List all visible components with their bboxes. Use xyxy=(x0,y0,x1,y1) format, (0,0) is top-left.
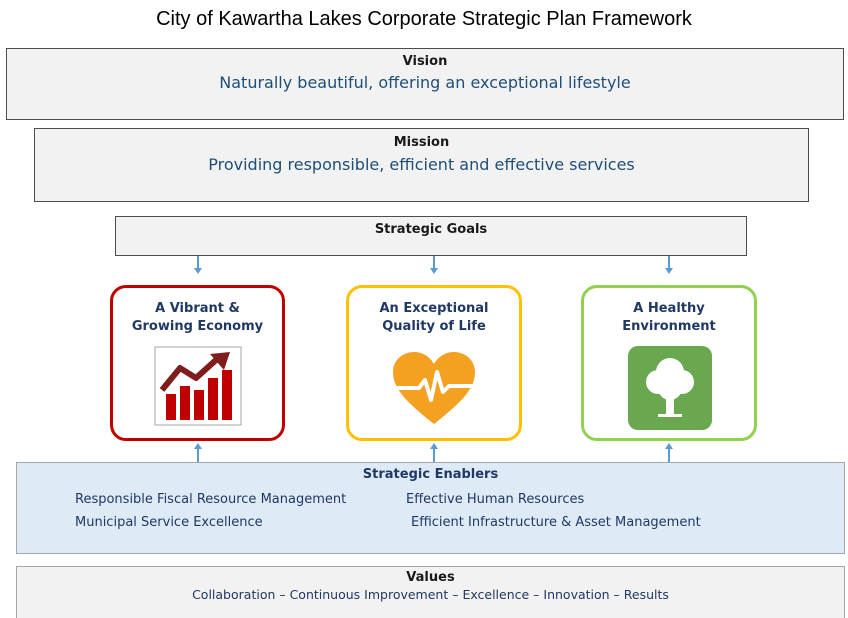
arrow-up-1-head xyxy=(194,443,202,449)
strategic-goals-box: Strategic Goals xyxy=(115,216,747,256)
goal-environment-line2: Environment xyxy=(622,319,716,334)
goal-environment-line1: A Healthy xyxy=(633,301,705,316)
enabler-fiscal: Responsible Fiscal Resource Management xyxy=(75,492,347,507)
arrow-down-3 xyxy=(668,256,670,268)
strategic-enablers-heading: Strategic Enablers xyxy=(362,467,499,482)
arrow-down-3-head xyxy=(665,268,673,274)
goal-card-economy: A Vibrant & Growing Economy xyxy=(110,285,285,441)
goal-economy-title: A Vibrant & Growing Economy xyxy=(113,300,282,336)
values-text: Collaboration – Continuous Improvement –… xyxy=(192,587,669,602)
values-heading: Values xyxy=(406,570,455,585)
vision-text: Naturally beautiful, offering an excepti… xyxy=(219,73,631,92)
goal-quality-line2: Quality of Life xyxy=(382,319,486,334)
arrow-down-2-head xyxy=(430,268,438,274)
mission-heading: Mission xyxy=(393,135,450,150)
growth-chart-icon xyxy=(154,346,242,426)
enabler-human-resources: Effective Human Resources xyxy=(406,492,585,507)
strategic-goals-heading: Strategic Goals xyxy=(374,222,488,237)
enabler-service-excellence: Municipal Service Excellence xyxy=(75,515,263,530)
vision-box: Vision Naturally beautiful, offering an … xyxy=(6,48,844,120)
goal-economy-line2: Growing Economy xyxy=(131,319,264,334)
tree-icon xyxy=(628,346,712,430)
goal-environment-title: A Healthy Environment xyxy=(584,300,754,336)
enabler-infrastructure: Efficient Infrastructure & Asset Managem… xyxy=(411,515,701,530)
vision-heading: Vision xyxy=(402,54,448,69)
goal-quality-line1: An Exceptional xyxy=(379,301,489,316)
strategic-enablers-box: Strategic Enablers Responsible Fiscal Re… xyxy=(16,462,845,554)
values-box: Values Collaboration – Continuous Improv… xyxy=(16,566,845,618)
arrow-up-2-head xyxy=(430,443,438,449)
goal-economy-line1: A Vibrant & xyxy=(155,301,240,316)
page-title: City of Kawartha Lakes Corporate Strateg… xyxy=(156,8,692,30)
mission-text: Providing responsible, efficient and eff… xyxy=(208,155,635,174)
heartbeat-icon xyxy=(393,352,475,424)
arrow-down-1 xyxy=(197,256,199,268)
goal-card-environment: A Healthy Environment xyxy=(581,285,757,441)
arrow-up-1 xyxy=(197,449,199,462)
arrow-up-3-head xyxy=(665,443,673,449)
arrow-down-2 xyxy=(433,256,435,268)
arrow-up-2 xyxy=(433,449,435,462)
mission-box: Mission Providing responsible, efficient… xyxy=(34,128,809,202)
goal-card-quality-of-life: An Exceptional Quality of Life xyxy=(346,285,522,441)
arrow-down-1-head xyxy=(194,268,202,274)
goal-quality-title: An Exceptional Quality of Life xyxy=(349,300,519,336)
arrow-up-3 xyxy=(668,449,670,462)
